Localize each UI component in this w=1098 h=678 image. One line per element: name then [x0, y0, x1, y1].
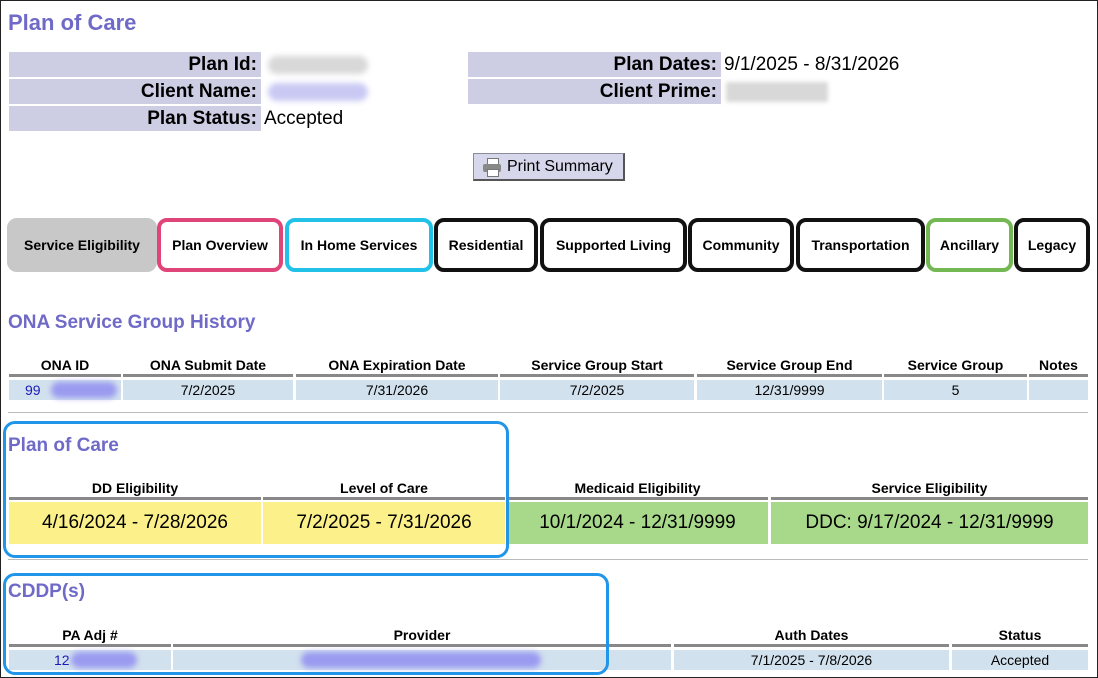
client-prime-value: [726, 82, 828, 102]
tab-residential[interactable]: Residential: [434, 218, 538, 272]
pa-adj-link[interactable]: 12: [54, 652, 70, 668]
cddp-highlight-box: [3, 573, 609, 675]
ona-header-group: Service Group: [884, 357, 1027, 377]
client-prime-label: Client Prime:: [468, 79, 721, 104]
tab-service-eligibility[interactable]: Service Eligibility: [7, 218, 157, 272]
cddp-row-provider[interactable]: [173, 650, 671, 670]
provider-link[interactable]: [301, 652, 541, 668]
ona-header-notes: Notes: [1029, 357, 1088, 377]
plan-dates-value: 9/1/2025 - 8/31/2026: [724, 54, 900, 75]
ona-row-sg-end: 12/31/9999: [697, 380, 882, 400]
poc-header-medicaid: Medicaid Eligibility: [507, 480, 768, 500]
ona-header-expiration: ONA Expiration Date: [296, 357, 498, 377]
dd-eligibility-value: 4/16/2024 - 7/28/2026: [9, 502, 261, 544]
tab-transportation[interactable]: Transportation: [796, 218, 925, 272]
ona-id-link[interactable]: 99: [25, 382, 41, 398]
cddp-header-auth-dates: Auth Dates: [674, 627, 949, 647]
print-summary-label: Print Summary: [507, 157, 613, 175]
poc-header-dd: DD Eligibility: [9, 480, 261, 500]
ona-row-notes: [1029, 380, 1088, 400]
service-eligibility-value: DDC: 9/17/2024 - 12/31/9999: [771, 502, 1088, 544]
cddp-row-pa-adj[interactable]: 12: [9, 650, 171, 670]
ona-header-id: ONA ID: [9, 357, 121, 377]
ona-row-id[interactable]: 99: [9, 380, 121, 400]
cddp-header-provider: Provider: [173, 627, 671, 647]
cddp-header-pa-adj: PA Adj #: [9, 627, 171, 647]
plan-status-value: Accepted: [264, 108, 344, 129]
plan-status-label: Plan Status:: [9, 106, 261, 131]
client-name-value[interactable]: [268, 83, 368, 101]
cddp-row-auth-dates: 7/1/2025 - 7/8/2026: [674, 650, 949, 670]
plan-id-value: [268, 56, 368, 74]
ona-section-title: ONA Service Group History: [8, 312, 256, 333]
tab-community[interactable]: Community: [688, 218, 794, 272]
ona-header-sg-end: Service Group End: [697, 357, 882, 377]
poc-section-title: Plan of Care: [8, 435, 119, 456]
cddp-header-status: Status: [952, 627, 1088, 647]
poc-highlight-box: [3, 421, 509, 558]
plan-id-label: Plan Id:: [9, 52, 261, 77]
tab-in-home-services[interactable]: In Home Services: [285, 218, 433, 272]
tab-ancillary[interactable]: Ancillary: [926, 218, 1013, 272]
client-name-label: Client Name:: [9, 79, 261, 104]
divider: [8, 559, 1088, 560]
print-summary-button[interactable]: Print Summary: [473, 153, 625, 181]
plan-dates-label: Plan Dates:: [468, 52, 721, 77]
level-of-care-value: 7/2/2025 - 7/31/2026: [263, 502, 505, 544]
cddp-section-title: CDDP(s): [8, 581, 86, 602]
poc-header-loc: Level of Care: [263, 480, 505, 500]
poc-header-service: Service Eligibility: [771, 480, 1088, 500]
ona-header-sg-start: Service Group Start: [500, 357, 694, 377]
medicaid-eligibility-value: 10/1/2024 - 12/31/9999: [507, 502, 768, 544]
cddp-row-status: Accepted: [952, 650, 1088, 670]
divider: [8, 412, 1088, 413]
ona-row-expiration: 7/31/2026: [296, 380, 498, 400]
ona-row-submit: 7/2/2025: [123, 380, 293, 400]
printer-icon: [482, 157, 502, 177]
tab-plan-overview[interactable]: Plan Overview: [157, 218, 283, 272]
ona-header-submit: ONA Submit Date: [123, 357, 293, 377]
tab-legacy[interactable]: Legacy: [1014, 218, 1090, 272]
ona-row-group: 5: [884, 380, 1027, 400]
tab-supported-living[interactable]: Supported Living: [540, 218, 687, 272]
page-title: Plan of Care: [8, 10, 137, 35]
ona-row-sg-start: 7/2/2025: [500, 380, 694, 400]
